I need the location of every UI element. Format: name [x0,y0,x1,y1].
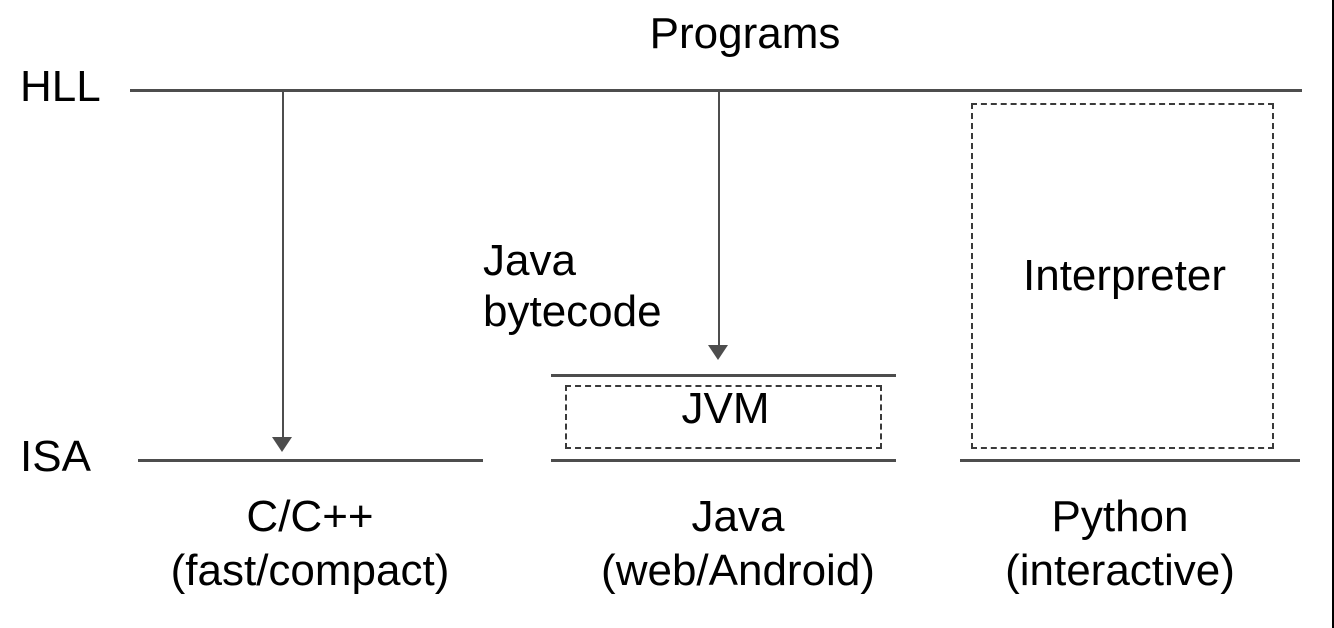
column-label-python: Python [1051,492,1189,541]
column-qualifier-python: (interactive) [1005,546,1235,595]
compile-arrow-shaft-java [718,89,720,350]
java-bytecode-label-line2: bytecode [483,287,662,336]
compile-arrow-shaft-c [282,89,284,442]
hll-level-line [130,89,1302,92]
isa-level-line-c [138,459,483,462]
interpreter-box-label: Interpreter [1023,251,1226,300]
jvm-box: JVM [565,385,882,449]
isa-level-line-java [551,459,896,462]
diagram-title: Programs [649,9,841,58]
compile-arrow-head-java [708,345,728,360]
jvm-box-label: JVM [681,384,770,433]
axis-label-isa: ISA [20,432,91,481]
interpreter-box: Interpreter [971,103,1274,449]
column-label-java: Java [691,492,785,541]
column-qualifier-java: (web/Android) [601,546,875,595]
axis-label-hll: HLL [20,62,101,111]
java-bytecode-label-line1: Java [483,236,576,285]
isa-level-line-python [960,459,1300,462]
column-label-c: C/C++ [246,492,374,541]
column-qualifier-c: (fast/compact) [170,546,450,595]
jvm-layer-top-line [551,374,896,377]
compile-arrow-head-c [272,437,292,452]
